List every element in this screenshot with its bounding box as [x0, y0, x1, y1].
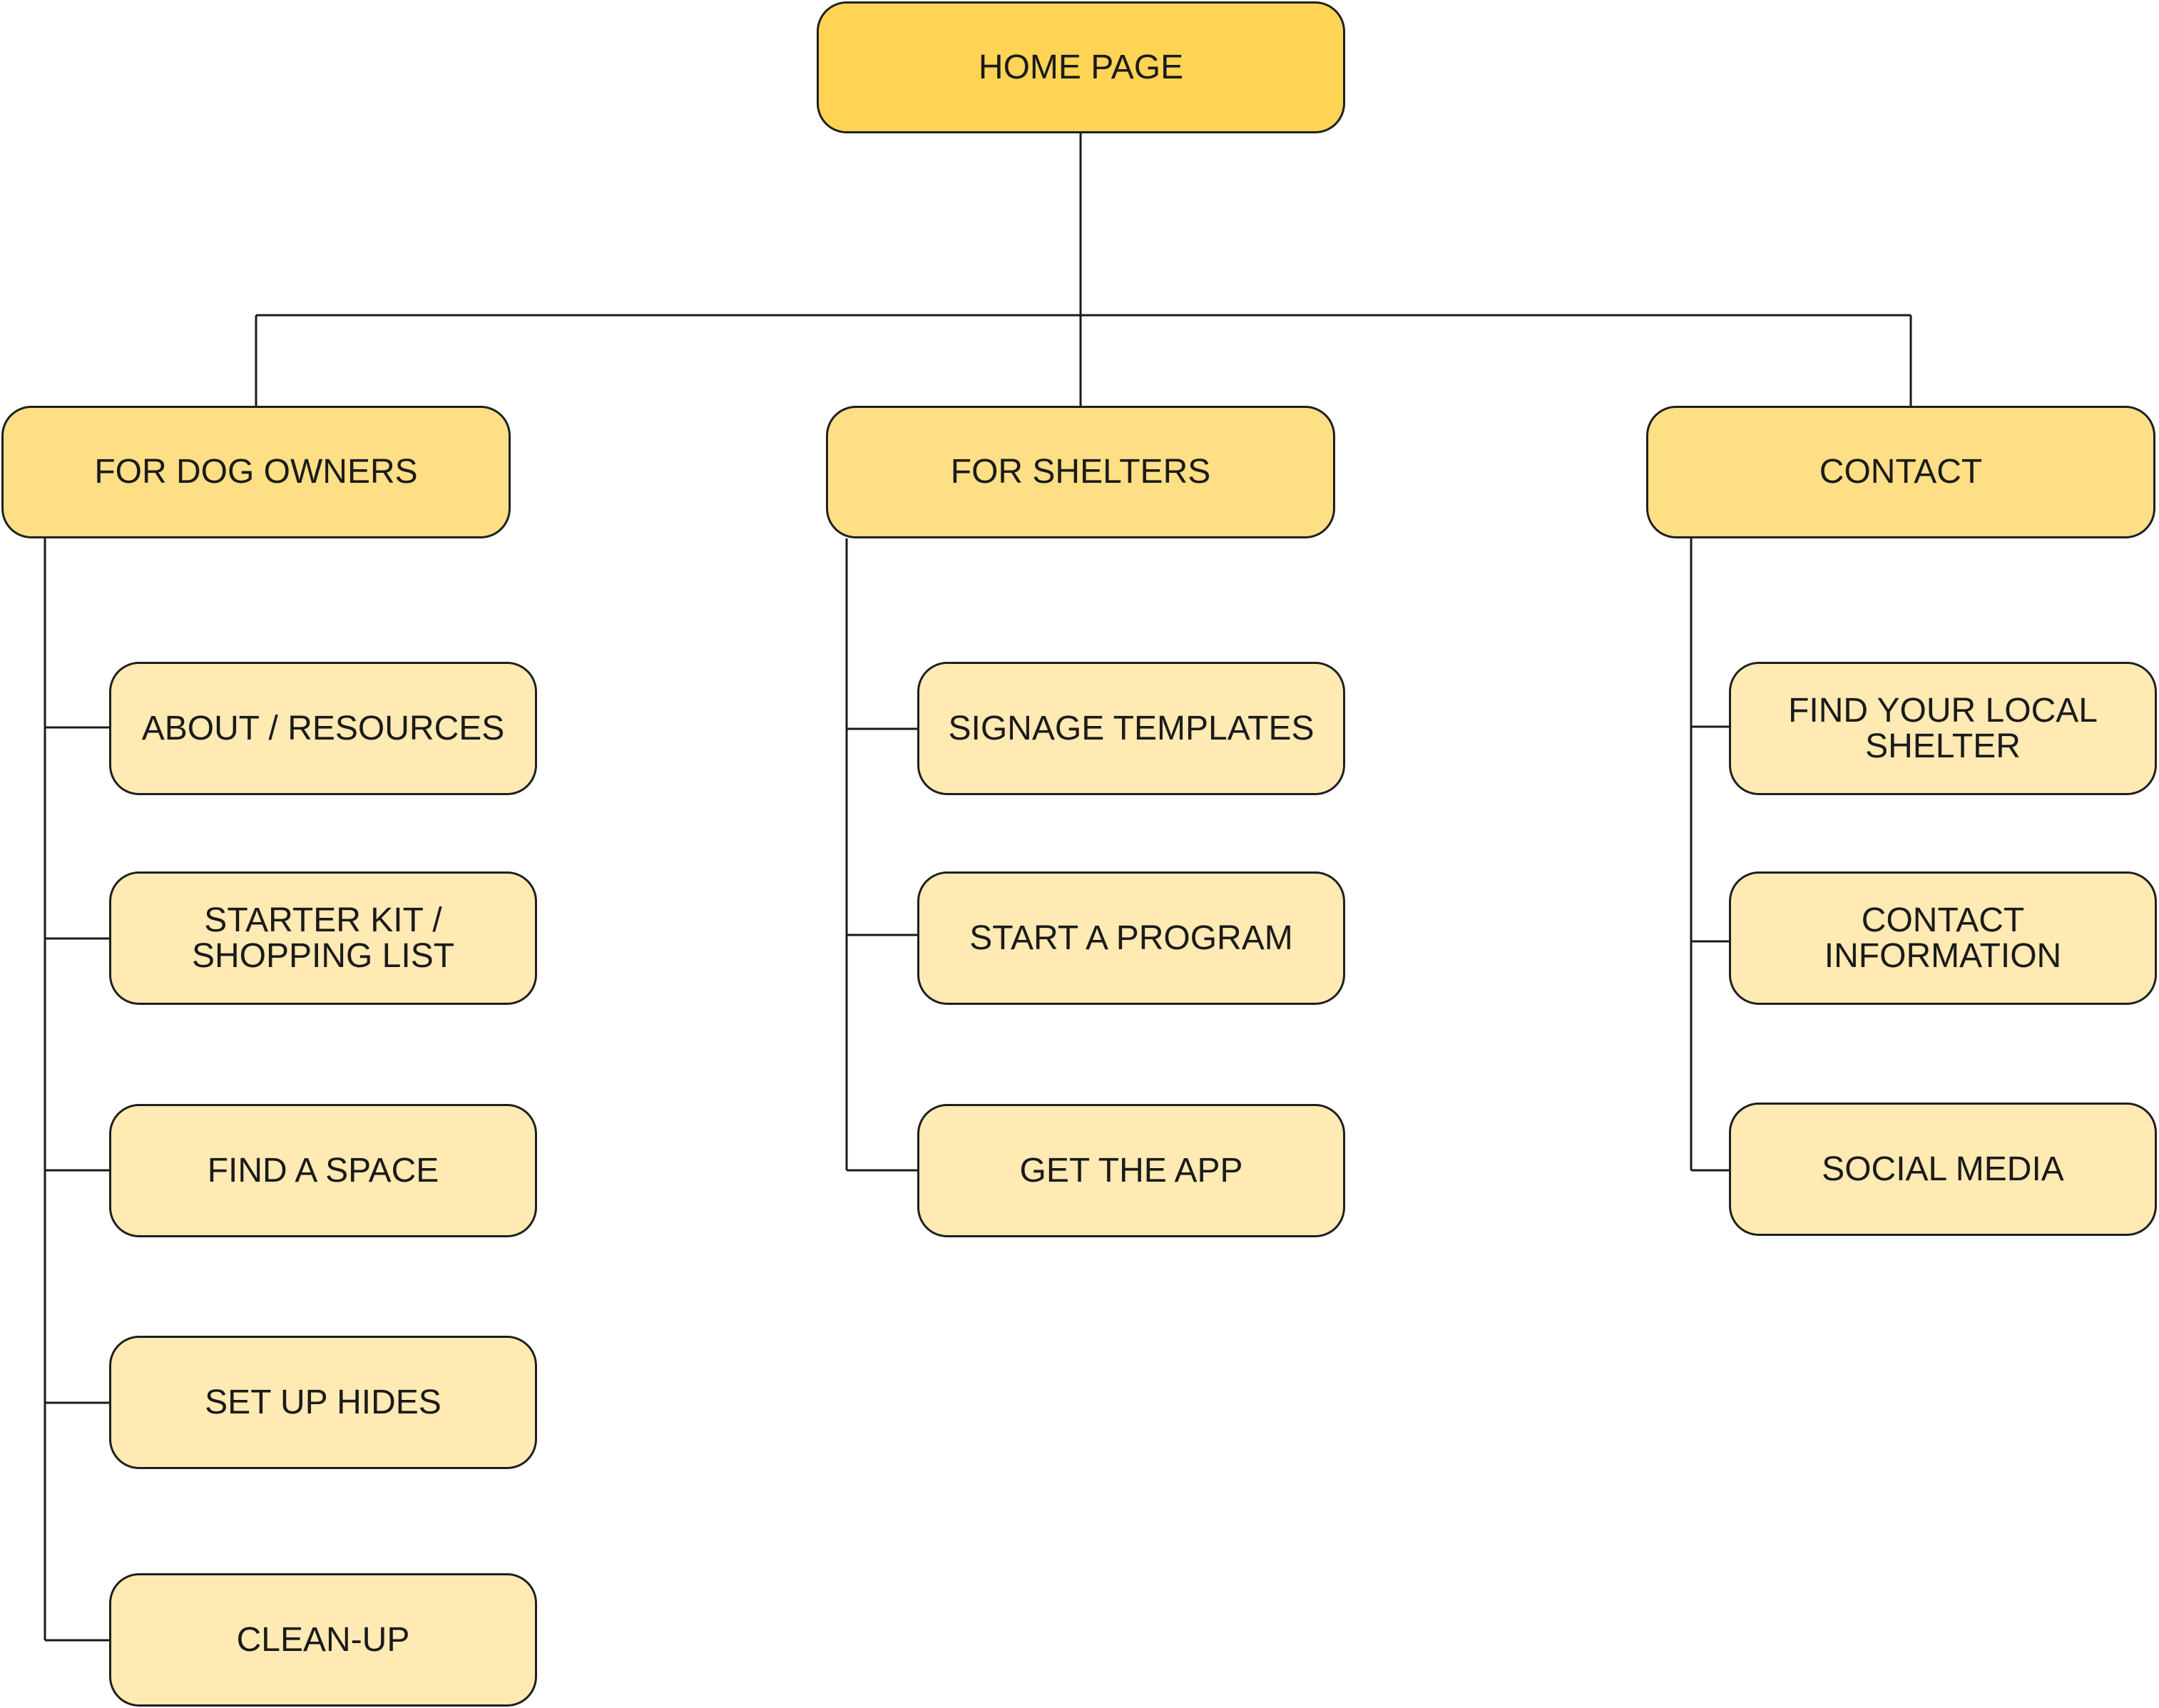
node-social-media[interactable]: SOCIAL MEDIA — [1729, 1103, 2157, 1236]
node-for-shelters[interactable]: FOR SHELTERS — [826, 406, 1335, 538]
node-label: SET UP HIDES — [205, 1383, 442, 1421]
node-label: HOME PAGE — [978, 48, 1184, 86]
node-label: FOR DOG OWNERS — [94, 453, 418, 491]
node-label: STARTER KIT / SHOPPING LIST — [191, 901, 455, 975]
node-find-a-space[interactable]: FIND A SPACE — [109, 1104, 537, 1237]
node-contact[interactable]: CONTACT — [1646, 406, 2155, 538]
node-label: START A PROGRAM — [969, 919, 1293, 957]
node-label: FIND YOUR LOCAL SHELTER — [1788, 691, 2098, 765]
node-contact-information[interactable]: CONTACT INFORMATION — [1729, 871, 2157, 1005]
node-label: CLEAN-UP — [236, 1620, 410, 1659]
node-starter-kit[interactable]: STARTER KIT / SHOPPING LIST — [109, 871, 537, 1005]
node-home-page[interactable]: HOME PAGE — [817, 1, 1345, 133]
node-for-dog-owners[interactable]: FOR DOG OWNERS — [1, 406, 511, 538]
node-label: FIND A SPACE — [207, 1151, 439, 1190]
node-find-local-shelter[interactable]: FIND YOUR LOCAL SHELTER — [1729, 662, 2157, 795]
node-label: FOR SHELTERS — [950, 453, 1211, 491]
node-start-a-program[interactable]: START A PROGRAM — [917, 871, 1345, 1005]
node-label: CONTACT INFORMATION — [1824, 901, 2062, 975]
node-signage-templates[interactable]: SIGNAGE TEMPLATES — [917, 662, 1345, 795]
node-set-up-hides[interactable]: SET UP HIDES — [109, 1336, 537, 1469]
node-label: SIGNAGE TEMPLATES — [948, 709, 1315, 747]
node-about-resources[interactable]: ABOUT / RESOURCES — [109, 662, 537, 795]
node-get-the-app[interactable]: GET THE APP — [917, 1104, 1345, 1237]
node-label: SOCIAL MEDIA — [1822, 1150, 2064, 1188]
node-label: ABOUT / RESOURCES — [141, 709, 505, 747]
node-label: GET THE APP — [1019, 1151, 1243, 1190]
node-label: CONTACT — [1819, 453, 1983, 491]
node-clean-up[interactable]: CLEAN-UP — [109, 1573, 537, 1707]
